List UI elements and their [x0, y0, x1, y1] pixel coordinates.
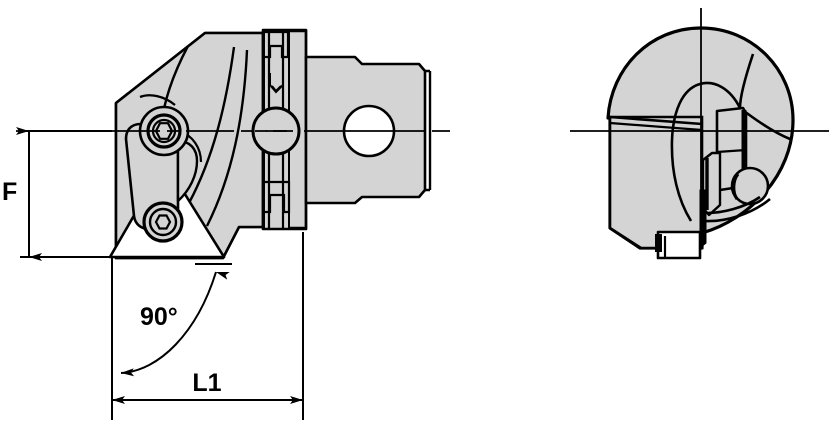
- end-view-insert-mid-line: [716, 148, 747, 154]
- head-relief-arc-3: [205, 49, 249, 227]
- end-view-facet-upper: [738, 53, 755, 109]
- end-view-left-flat: [608, 115, 704, 250]
- head-relief-arc-4: [139, 94, 176, 106]
- end-view-flat-top-edge-2: [609, 121, 703, 132]
- dim-angle-arc: [120, 271, 230, 377]
- dim-angle-label: 90°: [140, 303, 178, 331]
- insert-screw-lower-mid: [148, 207, 178, 237]
- end-view-lower-relief: [706, 195, 761, 215]
- end-view-screw-head-shadow: [732, 172, 740, 200]
- shank-end-face-cap: [425, 69, 430, 192]
- end-view-lower-relief-2: [704, 198, 771, 223]
- end-view-group: [570, 8, 829, 260]
- flange-step-upper: [289, 29, 308, 60]
- end-view-pocket-relief: [670, 81, 742, 222]
- dim-F-label: F: [2, 178, 17, 206]
- dimension-group: F L1 90°: [2, 127, 304, 420]
- insert-screw-lower-hex-socket: [154, 214, 172, 230]
- flange-step-lower: [289, 200, 308, 230]
- dim-L1-label: L1: [192, 369, 221, 397]
- side-view-group: [16, 28, 452, 260]
- coupling-drawbar-notch: [271, 85, 282, 93]
- end-view-locator-block-shadow: [655, 234, 662, 252]
- clamp-finger: [176, 139, 199, 203]
- end-view-flat-top-edge: [609, 115, 703, 126]
